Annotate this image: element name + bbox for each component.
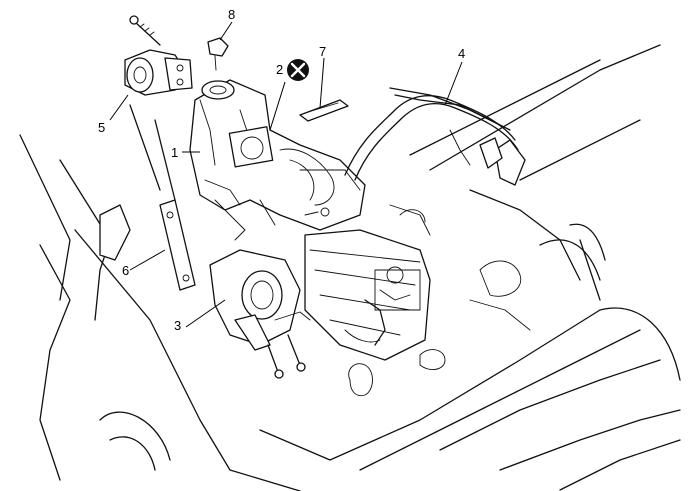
callout-5: 5 (98, 120, 106, 135)
callout-2: 2 (276, 62, 284, 77)
support-bracket (99, 199, 196, 291)
egr-valve (124, 49, 193, 96)
callout-7: 7 (319, 44, 327, 59)
gasket (299, 99, 349, 122)
callout-4: 4 (458, 46, 466, 61)
callout-3: 3 (174, 318, 182, 333)
callout-8: 8 (228, 7, 236, 22)
wiring-harness (344, 87, 526, 186)
bolt-top (129, 15, 161, 46)
discard-x-icon (287, 59, 309, 81)
leader-lines (109, 21, 463, 328)
callout-1: 1 (171, 145, 179, 160)
throttle-body (209, 249, 311, 379)
hood-outline (19, 44, 661, 321)
front-body (39, 189, 681, 491)
engine-block (304, 204, 531, 397)
callout-6: 6 (122, 263, 130, 278)
clip-part (207, 37, 229, 71)
intake-manifold (189, 79, 366, 241)
